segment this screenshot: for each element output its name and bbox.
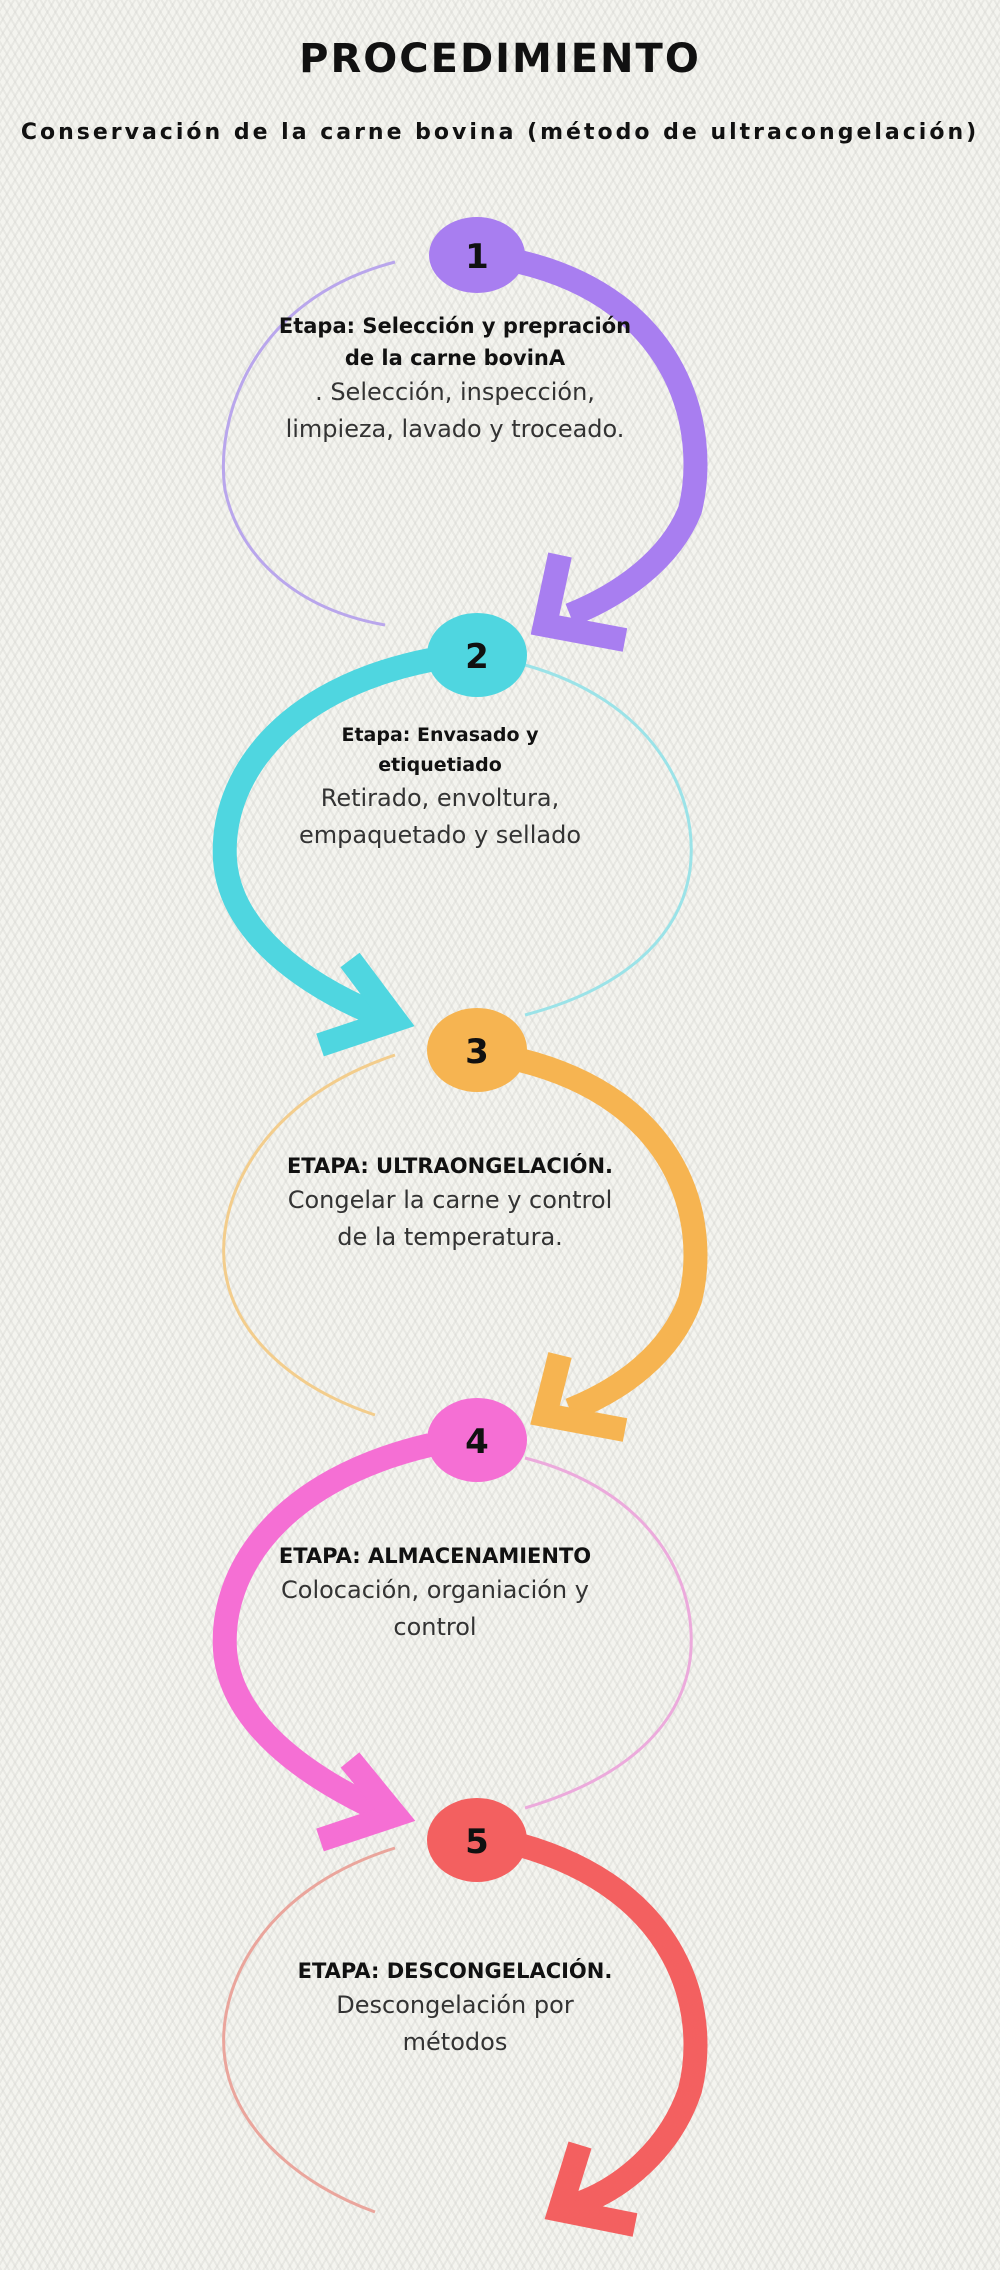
step-5-cycle: 5 [222,1798,708,2237]
step-2-content: Etapa: Envasado y etiquetiado Retirado, … [285,720,595,854]
step-4-thick-arc [212,1433,433,1826]
step-3-arrow-icon [530,1352,628,1442]
step-4-body: Colocación, organiación y control [281,1576,589,1641]
step-2-cycle: 2 [212,613,693,1057]
step-1-badge [429,217,525,293]
step-2-thin-arc [524,663,693,1017]
step-4-cycle: 4 [212,1398,693,1852]
step-5-thin-arc [222,1846,396,2214]
step-1-arrow-icon [530,552,628,652]
page-title: PROCEDIMIENTO [299,36,701,82]
step-4-content: ETAPA: ALMACENAMIENTO Colocación, organi… [265,1540,605,1646]
step-1-number: 1 [465,237,489,277]
step-5-body: Descongelación por métodos [336,1991,574,2056]
step-4-badge [427,1398,527,1482]
step-3-badge [427,1008,527,1092]
step-3-heading: ETAPA: ULTRAONGELACIÓN. [286,1154,614,1178]
step-2-badge [427,613,527,697]
step-2-number: 2 [465,637,489,677]
step-4-heading: ETAPA: ALMACENAMIENTO [278,1544,592,1568]
step-5-heading: ETAPA: DESCONGELACIÓN. [297,1959,613,1983]
step-2-heading: Etapa: Envasado y etiquetiado [341,724,539,776]
step-1-thick-arc [517,250,708,627]
step-5-number: 5 [465,1822,489,1862]
step-1-thin-arc [221,260,396,627]
step-1-body: . Selección, inspección, limpieza, lavad… [285,378,625,443]
step-3-thick-arc [517,1048,708,1422]
step-4-thin-arc [524,1456,693,1810]
step-2-thick-arc [212,648,433,1032]
step-2-arrow-icon [316,952,415,1057]
step-4-arrow-icon [316,1752,416,1852]
step-1-heading: Etapa: Selección y prepración de la carn… [278,314,632,370]
step-5-content: ETAPA: DESCONGELACIÓN. Descongelación po… [285,1955,625,2061]
step-5-thick-arc [516,1833,708,2217]
step-1-cycle: 1 [221,217,708,652]
step-3-body: Congelar la carne y control de la temper… [287,1186,613,1251]
page-subtitle: Conservación de la carne bovina (método … [20,120,980,145]
step-1-content: Etapa: Selección y prepración de la carn… [265,310,645,448]
step-3-thin-arc [222,1053,396,1417]
step-5-arrow-icon [544,2141,638,2237]
step-4-number: 4 [465,1422,489,1462]
step-2-body: Retirado, envoltura, empaquetado y sella… [298,784,582,849]
step-3-number: 3 [465,1032,489,1072]
step-3-cycle: 3 [222,1008,708,1442]
step-3-content: ETAPA: ULTRAONGELACIÓN. Congelar la carn… [280,1150,620,1256]
step-5-badge [427,1798,527,1882]
